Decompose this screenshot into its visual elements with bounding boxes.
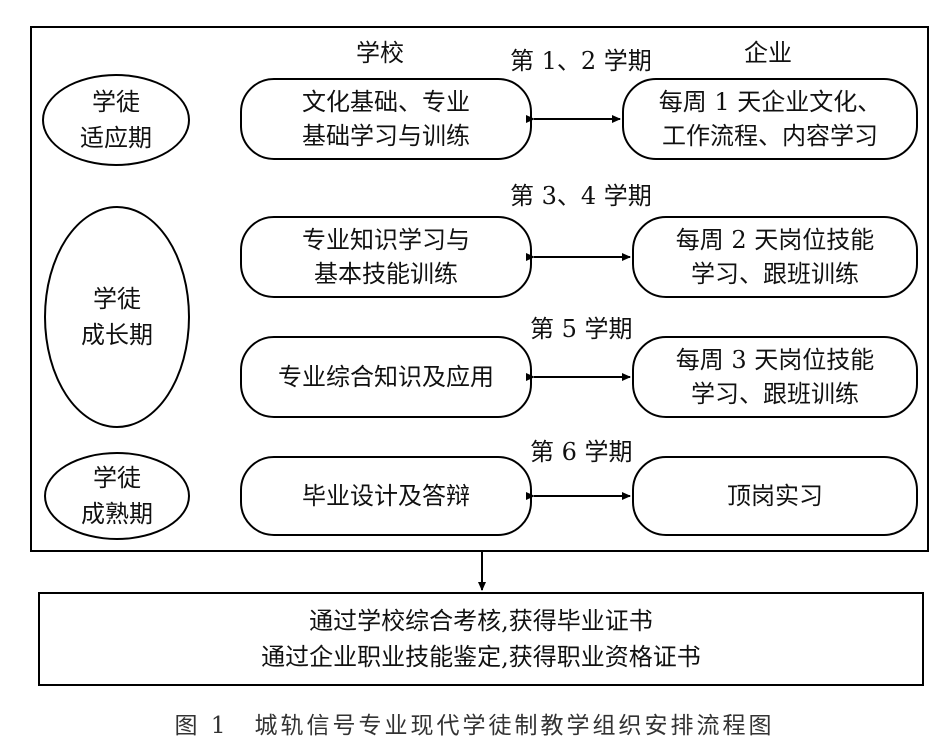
outcome-line-2: 通过企业职业技能鉴定,获得职业资格证书 (261, 643, 701, 671)
stage-growth: 学徒 成长期 (44, 206, 190, 428)
stage-label: 成熟期 (81, 500, 153, 528)
semester-label-2: 第 3、4 学期 (510, 182, 652, 210)
enterprise-box-1: 每周 1 天企业文化、 工作流程、内容学习 (622, 78, 918, 160)
stage-label: 适应期 (80, 124, 152, 152)
figure-caption: 图 1 城轨信号专业现代学徒制教学组织安排流程图 (174, 713, 775, 739)
enterprise-box-4: 顶岗实习 (632, 456, 918, 536)
box-text: 毕业设计及答辩 (302, 482, 470, 510)
box-text: 顶岗实习 (727, 482, 823, 510)
enterprise-box-2: 每周 2 天岗位技能 学习、跟班训练 (632, 216, 918, 298)
stage-label: 学徒 (93, 285, 141, 313)
outcome-box: 通过学校综合考核,获得毕业证书 通过企业职业技能鉴定,获得职业资格证书 (38, 592, 924, 686)
box-text: 学习、跟班训练 (691, 260, 859, 288)
school-header: 学校 (356, 39, 404, 67)
box-text: 每周 2 天岗位技能 (675, 226, 875, 254)
box-text: 工作流程、内容学习 (662, 122, 878, 150)
box-text: 每周 3 天岗位技能 (675, 346, 875, 374)
box-text: 学习、跟班训练 (691, 380, 859, 408)
box-text: 基本技能训练 (314, 260, 458, 288)
box-text: 基础学习与训练 (302, 122, 470, 150)
enterprise-header: 企业 (744, 39, 792, 67)
stage-label: 学徒 (93, 464, 141, 492)
box-text: 每周 1 天企业文化、 (658, 88, 882, 116)
semester-label-3: 第 5 学期 (530, 315, 633, 343)
stage-label: 学徒 (92, 88, 140, 116)
main-frame (30, 26, 929, 552)
school-box-4: 毕业设计及答辩 (240, 456, 532, 536)
school-box-3: 专业综合知识及应用 (240, 336, 532, 418)
semester-label-1: 第 1、2 学期 (510, 47, 652, 75)
box-text: 专业知识学习与 (302, 226, 470, 254)
school-box-1: 文化基础、专业 基础学习与训练 (240, 78, 532, 160)
enterprise-box-3: 每周 3 天岗位技能 学习、跟班训练 (632, 336, 918, 418)
outcome-line-1: 通过学校综合考核,获得毕业证书 (309, 607, 653, 635)
box-text: 专业综合知识及应用 (278, 363, 494, 391)
stage-label: 成长期 (81, 321, 153, 349)
stage-adaptation: 学徒 适应期 (42, 74, 190, 166)
box-text: 文化基础、专业 (302, 88, 470, 116)
stage-maturity: 学徒 成熟期 (44, 452, 190, 540)
semester-label-4: 第 6 学期 (530, 438, 633, 466)
